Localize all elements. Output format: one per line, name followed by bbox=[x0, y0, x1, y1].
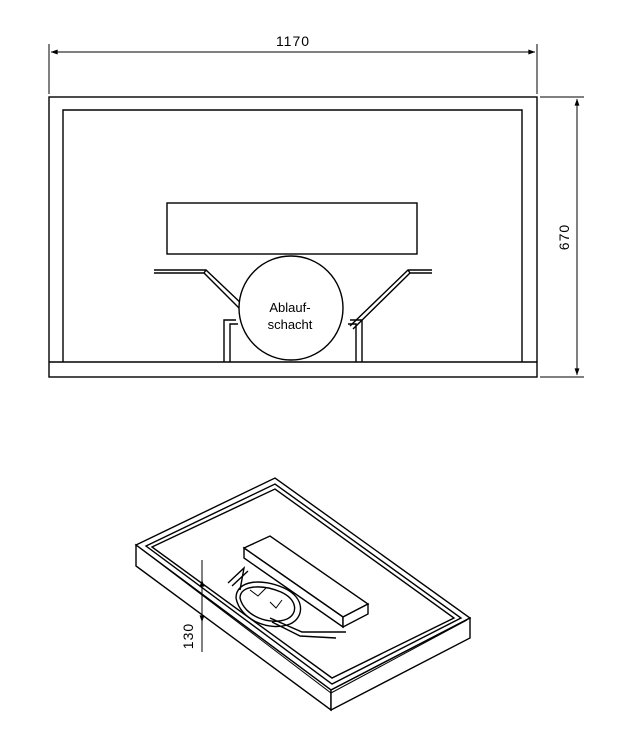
height-dimension-label: 670 bbox=[556, 224, 572, 250]
drain-channel-left bbox=[227, 566, 246, 591]
drain-frame bbox=[154, 269, 432, 362]
width-dimension-label: 1170 bbox=[276, 33, 310, 49]
width-dimension: 1170 bbox=[48, 33, 538, 94]
iso-height-dimension-label: 130 bbox=[180, 623, 196, 649]
tray-inner-rim bbox=[62, 109, 523, 362]
iso-height-dimension: 130 bbox=[180, 560, 205, 652]
drain-label-line1: Ablauf- bbox=[269, 300, 310, 315]
tray-outer-outline bbox=[48, 96, 538, 378]
top-view: 1170 670 Ablau bbox=[48, 33, 584, 378]
drain-channel-right bbox=[269, 617, 346, 633]
raised-block-iso bbox=[242, 535, 370, 629]
raised-block bbox=[166, 202, 418, 255]
height-dimension: 670 bbox=[540, 96, 584, 378]
drain-label-line2: schacht bbox=[268, 317, 313, 332]
isometric-view: 130 bbox=[134, 477, 472, 712]
tray-side-face bbox=[330, 616, 471, 712]
drain-shaft-circle bbox=[238, 255, 344, 361]
tray-inner-rim bbox=[144, 483, 463, 685]
drain-opening bbox=[235, 581, 302, 628]
